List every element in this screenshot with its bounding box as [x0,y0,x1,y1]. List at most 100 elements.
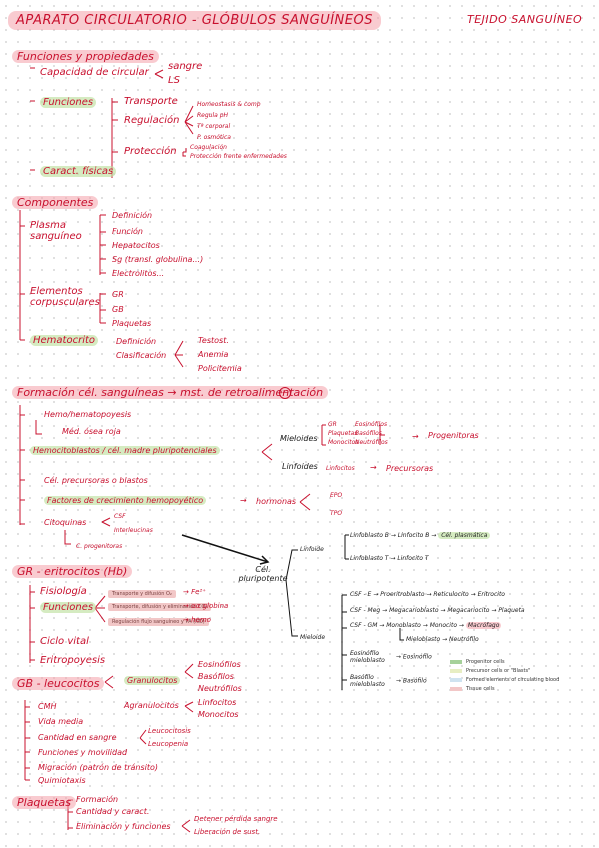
gb-item-4: Funciones y movilidad [38,748,128,757]
mieloide-label: Mieloide [300,634,326,641]
granulocitos: Granulocitos [124,676,181,685]
hema-clas-opt-3: Policitemia [198,364,242,373]
hema-def: Definición [116,337,157,346]
plaq-item-3: Eliminación y funciones [76,822,171,831]
legend-item: Progenitor cells [450,659,559,665]
arrow-progenit: → [412,432,419,441]
regulacion-label: Regulación [124,115,180,126]
elem-opt-gb: GB [112,305,124,314]
plasma-opt-1: Definición [112,211,153,220]
page-subtitle: TEJIDO SANGUÍNEO [467,13,583,26]
gr-func-opt-1: Transporte y difusión O₂ [108,590,176,598]
funciones-label: Funciones [40,97,97,108]
legend-label: Formed elements of circulating blood [466,677,560,683]
elem-opt-gr: GR [112,290,124,299]
gb-item-6: Quimiotaxis [38,776,86,785]
plasma-opt-3: Hepatocitos [112,241,160,250]
plaqueta: Plaqueta [498,607,525,614]
legend-label: Precursor cells or "Blasts" [466,668,531,674]
hema-clas: Clasificación [116,351,167,360]
transporte-label: Transporte [124,96,178,107]
macrofago: Macrófago [465,622,502,629]
gb-item-3: Cantidad en sangre [38,733,117,742]
csf-e: CSF - E [350,591,372,598]
hemocitoblastos: Hemocitoblastos / cél. madre pluripotenc… [30,446,220,455]
section-title-gr: GR - eritrocitos (Hb) [12,565,133,578]
csf-meg: CSF - Meg [350,607,381,614]
arrow-hormonas: → [240,496,247,505]
mieloides-opt-2: Plaquetas [328,430,358,437]
eosinofilo-mieloblasto: Eosinófilo mieloblasto [350,650,385,664]
hema-clas-opt-1: Testost. [198,336,229,345]
hormona-tpo: TPO [330,510,343,517]
factores-crecimiento: Factores de crecimiento hemopoyético [44,496,207,505]
mieloides-opt-1: GR [328,421,337,428]
proteccion-label: Protección [124,146,177,157]
arrow-precur: → [370,463,377,472]
monoblasto: Monoblasto [386,622,421,629]
elementos-label: Elementos corpusculares [30,286,100,308]
linfoblasto-b: Linfoblasto B [350,532,389,539]
protec-opt-2: Protección frente enfermedades [190,153,287,160]
mieloblasto: Mieloblasto [406,636,441,643]
c-progenitoras: C. progenitoras [76,543,123,550]
eritropoyesis: Eritropoyesis [40,655,106,666]
linfoblasto-t: Linfoblasto T [350,555,389,562]
linfocitos-label: Linfocitos [326,465,355,472]
eritrocito: Eritrocito [477,591,505,598]
lin-b-chain: Linfoblasto B → Linfocito B → Cél. plasm… [350,532,491,539]
hormonas: hormonas [256,497,297,506]
section-title-formacion: Formación cél. sanguíneas → mst. de retr… [12,386,329,399]
granulo-opt-3: Neutrófilos [198,684,242,693]
mieloides-opt-5: Basófilos [355,430,382,437]
globina-label: globina [202,602,229,610]
cel-plasmatica: Cél. plasmática [438,532,491,539]
gr-res-globina: → αα globina [183,602,229,610]
gr-res-fe: → Fe²⁺ [183,588,206,596]
neutrofilo: Neutrófilo [449,636,479,643]
capacidad-circular: Capacidad de circular [40,67,149,78]
section-title-plaquetas: Plaquetas [12,796,76,809]
plaq-item-2: Cantidad y caract. [76,807,150,816]
proeritroblasto: Proeritroblasto [380,591,425,598]
legend-label: Progenitor cells [466,659,505,665]
ciclo-vital: Ciclo vital [40,636,89,647]
funciones-gr: Funciones [40,602,97,613]
mieloides-opt-3: Monocitos [328,439,359,446]
mieloides-opt-6: Neutrófilos [355,439,388,446]
gr-res-hemo: → hemo [183,616,211,624]
lin-t-chain: Linfoblasto T → Linfocito T [350,555,429,562]
plasma-opt-2: Función [112,227,144,236]
monocito: Monocito [429,622,457,629]
plaq-elim-opt-1: Detener pérdida sangre [194,815,278,823]
plaq-item-1: Formación [76,795,119,804]
legend-swatch [450,660,462,664]
regul-opt-4: P. osmótica [197,134,231,141]
hemo-label: hemo [191,616,211,624]
eosinofilo: Eosinófilo [402,653,432,661]
legend-swatch [450,687,462,691]
protec-opt-1: Coagulación [190,144,227,151]
csf-e-chain: CSF - E → Proeritroblasto → Reticulocito… [350,591,505,598]
plasma-opt-4: Sg (transl. globulina...) [112,255,204,264]
cap-opt-sangre: sangre [168,61,203,72]
section-title-funciones: Funciones y propiedades [12,50,159,63]
eos-chain: Eosinófilo mieloblasto → Eosinófilo [350,650,432,664]
csf-meg-chain: CSF - Meg → Megacarioblasto → Megacarioc… [350,607,525,614]
legend-item: Formed elements of circulating blood [450,677,559,683]
caract-fisicas: Caract. físicas [40,166,117,177]
legend-item: Tissue cells [450,686,559,692]
mieloblasto-chain: Mieloblasto → Neutrófilo [406,636,479,643]
citoq-interleucinas: Interleucinas [114,527,153,534]
progenitoras: Progenitoras [428,431,479,440]
megacarioblasto: Megacarioblasto [389,607,439,614]
linfoides-label: Linfoides [282,462,318,471]
agranulo-opt-2: Monocitos [198,710,239,719]
linfocito-t: Linfocito T [397,555,429,562]
page-title: APARATO CIRCULATORIO - GLÓBULOS SANGUÍNE… [8,11,381,30]
gb-item-1: CMH [38,702,57,711]
bas-chain: Basófilo mieloblasto → Basófilo [350,674,427,688]
regul-opt-2: Regula pH [197,112,229,119]
gb-item-5: Migración (patrón de tránsito) [38,763,159,772]
